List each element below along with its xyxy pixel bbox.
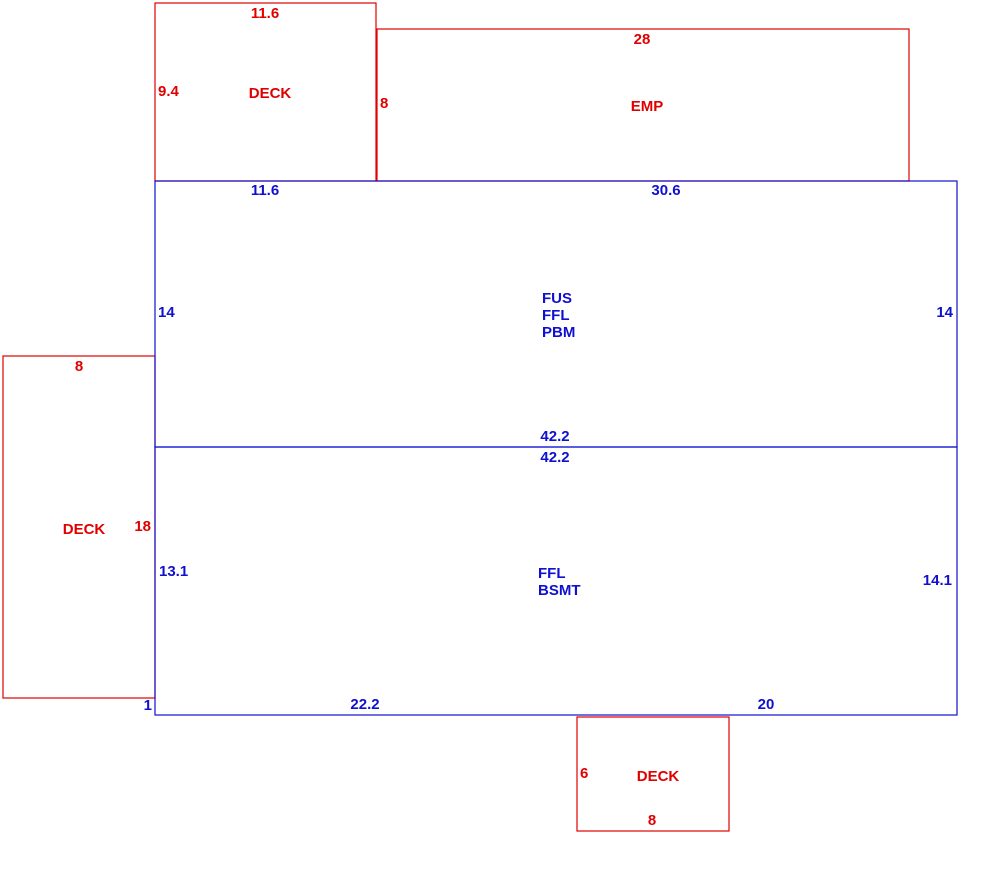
main-lower-dim-right: 14.1 [923, 572, 952, 589]
main-upper-label-3: PBM [542, 324, 575, 341]
main-lower-outline [154, 446, 958, 716]
main-lower-dim-top: 42.2 [540, 449, 569, 466]
main-upper-dim-left: 14 [158, 304, 175, 321]
emp-dim-bottom: 30.6 [651, 182, 680, 199]
deck-bottom-dim-bottom: 8 [648, 812, 656, 829]
emp-label: EMP [631, 98, 664, 115]
main-lower-dim-bottom-right: 20 [758, 696, 775, 713]
main-lower-dim-corner: 1 [144, 697, 152, 714]
main-lower-label-2: BSMT [538, 582, 581, 599]
emp-dim-top: 28 [634, 31, 651, 48]
main-upper-dim-right: 14 [936, 304, 953, 321]
emp-dim-left: 8 [380, 95, 388, 112]
main-upper-label-2: FFL [542, 307, 570, 324]
deck-bottom-label: DECK [637, 768, 680, 785]
deck-bottom-dim-left: 6 [580, 765, 588, 782]
main-lower-dim-bottom-left: 22.2 [350, 696, 379, 713]
deck-bottom-outline [576, 716, 730, 832]
deck-left-dim-top: 8 [75, 358, 83, 375]
deck-top-dim-left: 9.4 [158, 83, 180, 100]
deck-left-label: DECK [63, 521, 106, 538]
main-upper-dim-bottom: 42.2 [540, 428, 569, 445]
main-lower-label-1: FFL [538, 565, 566, 582]
deck-top-dim-bottom: 11.6 [251, 182, 279, 199]
main-upper-label-1: FUS [542, 290, 572, 307]
deck-top-dim-top: 11.6 [251, 5, 279, 22]
main-lower-dim-left: 13.1 [159, 563, 188, 580]
deck-top-label: DECK [249, 85, 292, 102]
deck-left-dim-right: 18 [134, 518, 151, 535]
